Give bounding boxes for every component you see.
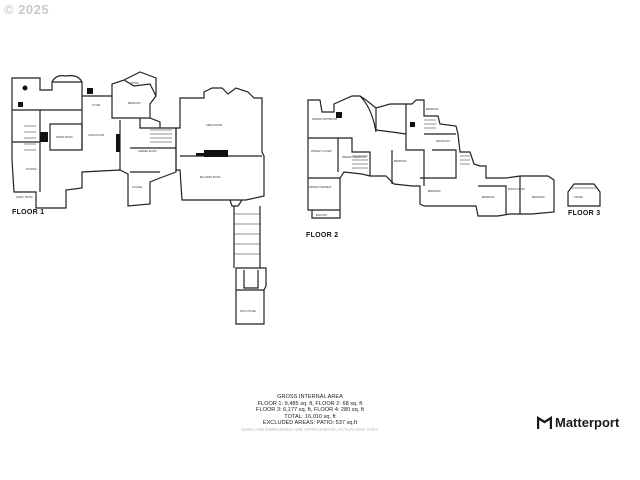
- floor1-pool-house-outline: [235, 267, 267, 325]
- floor-3-label: FLOOR 3: [568, 210, 601, 217]
- room-label-bedroom-f2b: BEDROOM: [426, 108, 438, 111]
- room-label-lounge: LOUNGE: [132, 186, 143, 189]
- room-label-dining: DINING ROOM: [56, 136, 72, 139]
- copyright-watermark: © 2025: [4, 2, 50, 17]
- room-label-bedroom-f1: BEDROOM: [128, 102, 140, 105]
- floor1-west-wing-outline: [11, 77, 177, 209]
- room-label-living: LIVING ROOM: [88, 134, 104, 137]
- room-label-garden: GARDEN ROOM: [138, 150, 156, 153]
- room-label-primary-bed: PRIMARY BEDROOM: [342, 156, 366, 159]
- matterport-logo-icon: [537, 415, 552, 429]
- floor-2-label: FLOOR 2: [306, 232, 339, 239]
- area-summary-excluded: EXCLUDED AREAS: PATIO: 537 sq.ft: [262, 420, 358, 427]
- room-label-bedroom-f2d: BEDROOM: [482, 196, 494, 199]
- room-label-primary-bath: PRIMARY BATHROOM: [312, 118, 337, 121]
- room-label-billiards: BILLIARDS ROOM: [200, 176, 220, 179]
- room-label-primary-closet: PRIMARY CLOSET: [311, 150, 333, 153]
- area-summary-title: GROSS INTERNAL AREA: [277, 394, 343, 400]
- floor-1-label: FLOOR 1: [12, 209, 45, 216]
- room-label-bonus: BONUS ROOM: [508, 188, 525, 191]
- room-label-great: GREAT ROOM: [206, 124, 222, 127]
- room-label-office-f3: OFFICE: [574, 196, 583, 199]
- area-summary: GROSS INTERNAL AREA FLOOR 1: 9,485 sq. f…: [180, 394, 440, 434]
- floor3-office-outline: [567, 183, 601, 207]
- room-label-primary-retreat: PRIMARY RETREAT: [309, 186, 332, 189]
- room-label-office: OFFICE: [130, 82, 139, 85]
- area-summary-note: SIZES AND DIMENSIONS ARE APPROXIMATE, AC…: [241, 426, 379, 432]
- room-label-balcony: BALCONY: [316, 214, 328, 217]
- room-label-kitchen: KITCHEN: [26, 168, 37, 171]
- room-label-family: FAMILY ROOM: [16, 196, 32, 199]
- room-label-bedroom-f2a: BEDROOM: [394, 160, 406, 163]
- floor1-great-room-outline: [175, 87, 265, 201]
- room-label-bedroom-f2e: BEDROOM: [532, 196, 544, 199]
- matterport-brand: Matterport: [537, 415, 619, 430]
- area-summary-total: TOTAL: 16,010 sq. ft: [284, 413, 336, 420]
- floor1-walkway-outline: [233, 206, 261, 268]
- area-summary-line1: FLOOR 1: 9,485 sq. ft, FLOOR 2: 68 sq. f…: [257, 400, 363, 407]
- room-label-pool-house: POOL HOUSE: [240, 310, 256, 313]
- area-summary-line2: FLOOR 3: 6,177 sq. ft, FLOOR 4: 280 sq. …: [256, 407, 364, 414]
- room-label-bedroom-f2c: BEDROOM: [428, 190, 440, 193]
- room-label-foyer: FOYER: [92, 104, 101, 107]
- room-label-bathroom: BATHROOM: [436, 140, 450, 143]
- brand-name: Matterport: [555, 415, 620, 430]
